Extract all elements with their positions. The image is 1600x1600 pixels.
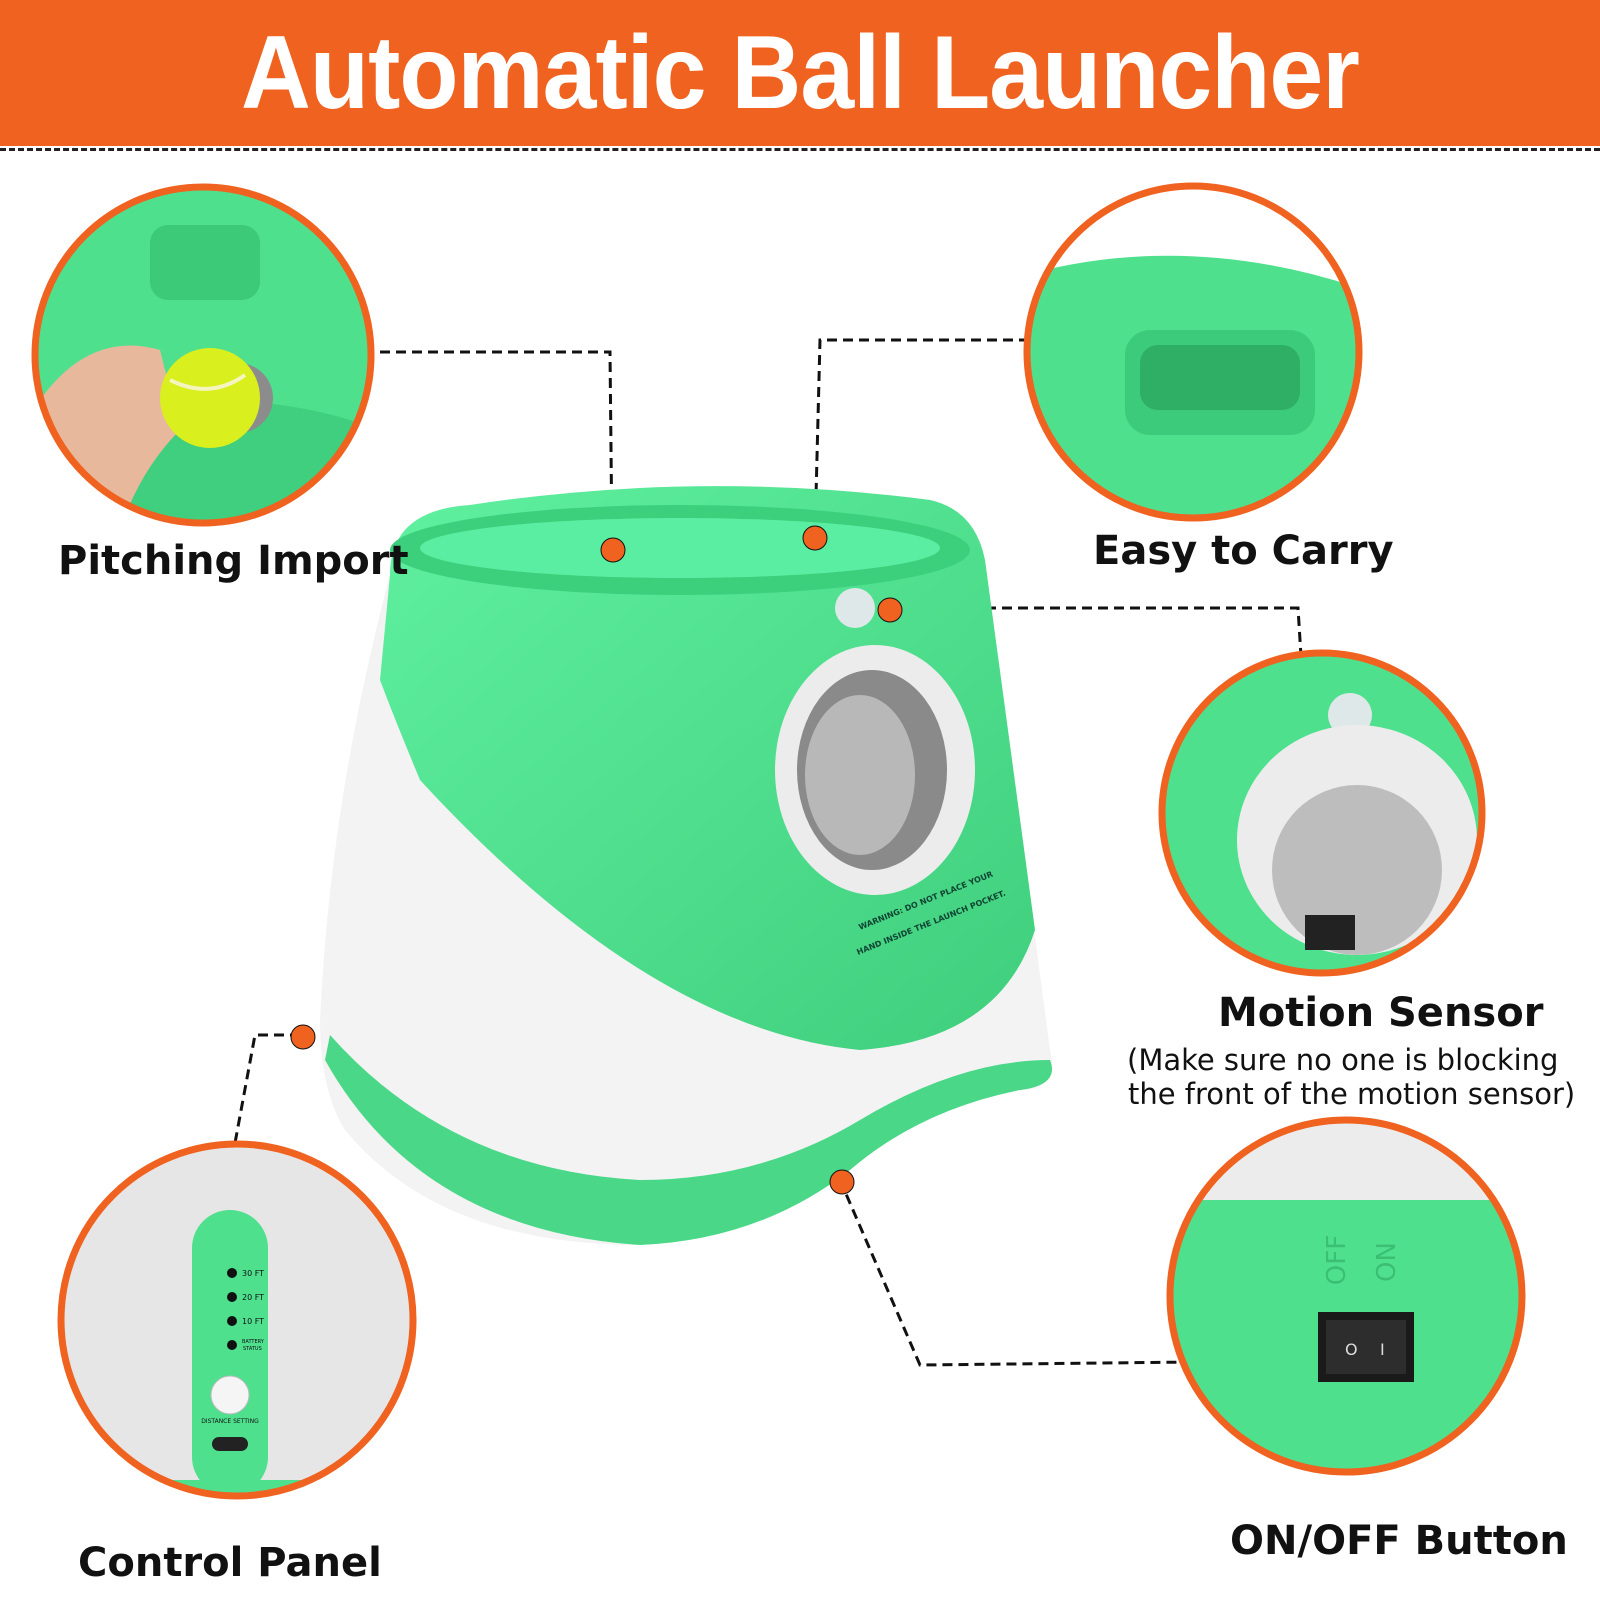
callout-dots bbox=[290, 525, 903, 1195]
title-banner bbox=[0, 0, 1600, 146]
motion-sensor-image bbox=[1158, 649, 1486, 977]
connector-lines bbox=[228, 338, 1304, 1367]
banner-divider bbox=[0, 148, 1600, 151]
easy-to-carry-image bbox=[1023, 182, 1363, 522]
easy-to-carry-label: Easy to Carry bbox=[1093, 528, 1394, 574]
off-label: OFF bbox=[1322, 1235, 1352, 1285]
motion-sensor-note-2: the front of the motion sensor) bbox=[1128, 1077, 1576, 1111]
control-panel-image: 30 FT 20 FT 10 FT BATTERY STATUS DISTANC… bbox=[57, 1140, 417, 1500]
battery-label-1: BATTERY bbox=[242, 1339, 265, 1345]
usb-c-port bbox=[212, 1437, 248, 1451]
level-30ft: 30 FT bbox=[242, 1269, 264, 1278]
motion-sensor-note-1: (Make sure no one is blocking bbox=[1127, 1043, 1559, 1077]
switch-i-mark: I bbox=[1380, 1340, 1385, 1359]
distance-setting-button bbox=[210, 1375, 250, 1415]
switch-o-mark: O bbox=[1345, 1340, 1358, 1359]
ball-launcher-product: WARNING: DO NOT PLACE YOUR HAND INSIDE T… bbox=[320, 486, 1052, 1246]
battery-label-2: STATUS bbox=[243, 1346, 262, 1352]
level-20ft: 20 FT bbox=[242, 1293, 264, 1302]
on-off-button-label: ON/OFF Button bbox=[1230, 1518, 1568, 1564]
motion-sensor-label: Motion Sensor bbox=[1218, 990, 1544, 1036]
on-off-button-image: OFF ON O I bbox=[1166, 1116, 1526, 1476]
on-label: ON bbox=[1372, 1242, 1402, 1282]
page-title: Automatic Ball Launcher Features bbox=[241, 15, 1360, 261]
pitching-import-label: Pitching Import bbox=[58, 538, 409, 584]
level-10ft: 10 FT bbox=[242, 1317, 264, 1326]
distance-setting-label: DISTANCE SETTING bbox=[201, 1418, 259, 1425]
control-panel-label: Control Panel bbox=[78, 1540, 382, 1586]
pitching-import-image bbox=[31, 183, 375, 527]
